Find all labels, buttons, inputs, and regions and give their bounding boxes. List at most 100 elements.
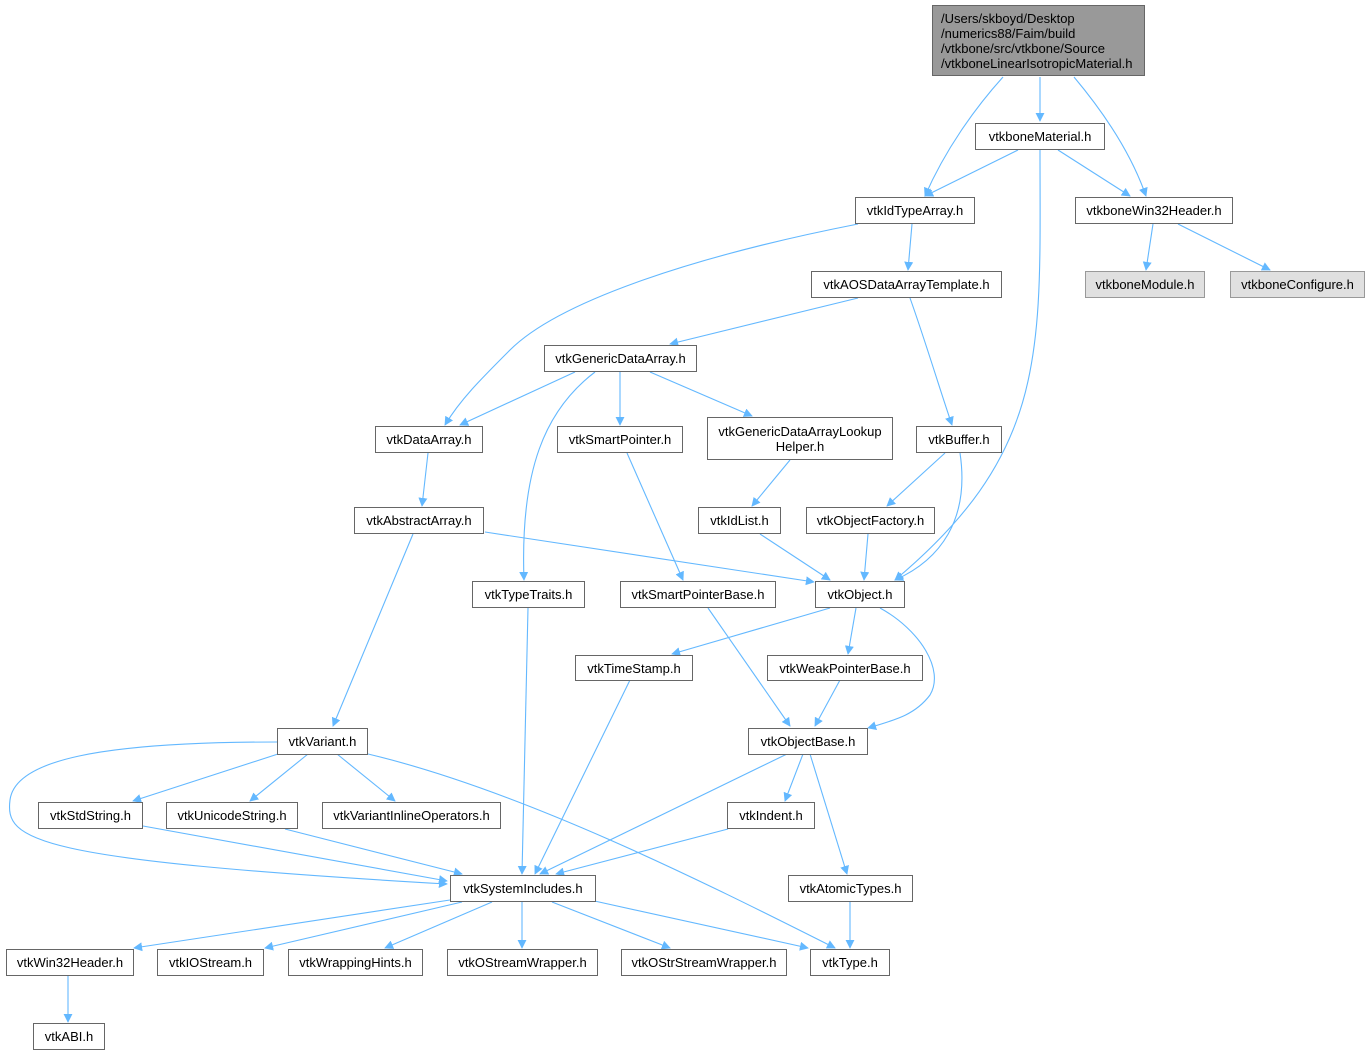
edge bbox=[894, 149, 1041, 581]
edge bbox=[809, 753, 849, 875]
node-vtkBuffer[interactable]: vtkBuffer.h bbox=[916, 426, 1002, 453]
node-label: vtkOStreamWrapper.h bbox=[458, 955, 587, 970]
edge bbox=[555, 828, 729, 877]
edge bbox=[924, 76, 1004, 197]
edge bbox=[444, 223, 859, 426]
node-vtkObjectFactory[interactable]: vtkObjectFactory.h bbox=[806, 507, 935, 534]
edge bbox=[519, 371, 596, 581]
node-label: vtkGenericDataArrayLookup Helper.h bbox=[718, 423, 882, 454]
edge bbox=[132, 753, 279, 803]
node-label: vtkObjectBase.h bbox=[760, 734, 856, 749]
node-vtkObjectBase[interactable]: vtkObjectBase.h bbox=[748, 728, 868, 755]
edge bbox=[459, 371, 576, 426]
node-label: vtkWin32Header.h bbox=[16, 955, 124, 970]
node-vtkSystemIncludes[interactable]: vtkSystemIncludes.h bbox=[450, 875, 596, 902]
node-vtkObject[interactable]: vtkObject.h bbox=[815, 581, 905, 608]
node-vtkTypeTraits[interactable]: vtkTypeTraits.h bbox=[472, 581, 585, 608]
node-vtkABI[interactable]: vtkABI.h bbox=[33, 1023, 105, 1050]
edge bbox=[924, 149, 1019, 197]
edge bbox=[534, 679, 631, 875]
node-label: vtkSmartPointerBase.h bbox=[631, 587, 765, 602]
edge bbox=[751, 459, 791, 507]
edge bbox=[649, 371, 753, 417]
node-label: vtkboneWin32Header.h bbox=[1086, 203, 1222, 218]
node-vtkboneMaterial[interactable]: vtkboneMaterial.h bbox=[975, 123, 1105, 150]
edge bbox=[1073, 76, 1148, 197]
edge bbox=[626, 452, 684, 581]
node-label: vtkAOSDataArrayTemplate.h bbox=[823, 277, 990, 292]
edge bbox=[860, 533, 870, 581]
edge bbox=[783, 753, 804, 802]
node-vtkVariantInlineOperators[interactable]: vtkVariantInlineOperators.h bbox=[322, 802, 501, 829]
node-label: vtkAtomicTypes.h bbox=[799, 881, 902, 896]
node-label: vtkIdList.h bbox=[710, 513, 769, 528]
node-vtkboneLinearIsotropicMaterial[interactable]: /Users/skboyd/Desktop /numerics88/Faim/b… bbox=[932, 5, 1145, 76]
edge bbox=[539, 753, 788, 875]
node-vtkWin32Header[interactable]: vtkWin32Header.h bbox=[6, 949, 134, 976]
edge bbox=[418, 452, 429, 507]
edge bbox=[142, 825, 448, 884]
node-vtkAOSDataArrayTemplate[interactable]: vtkAOSDataArrayTemplate.h bbox=[811, 271, 1002, 298]
node-label: vtkTimeStamp.h bbox=[587, 660, 681, 676]
node-vtkOStreamWrapper[interactable]: vtkOStreamWrapper.h bbox=[447, 949, 598, 976]
node-label: vtkIndent.h bbox=[739, 808, 803, 823]
edge bbox=[264, 901, 463, 951]
edge bbox=[707, 607, 791, 727]
node-label: vtkDataArray.h bbox=[386, 432, 472, 447]
edge bbox=[284, 828, 463, 877]
node-label: vtkVariant.h bbox=[288, 734, 357, 749]
edge bbox=[551, 901, 671, 950]
node-vtkUnicodeString[interactable]: vtkUnicodeString.h bbox=[166, 802, 298, 829]
edge bbox=[1177, 223, 1271, 271]
node-label: vtkIdTypeArray.h bbox=[866, 203, 964, 218]
edge bbox=[367, 753, 836, 949]
node-vtkAbstractArray[interactable]: vtkAbstractArray.h bbox=[354, 507, 484, 534]
node-vtkWeakPointerBase[interactable]: vtkWeakPointerBase.h bbox=[767, 655, 923, 681]
node-vtkIdTypeArray[interactable]: vtkIdTypeArray.h bbox=[855, 197, 975, 224]
node-label: vtkTypeTraits.h bbox=[484, 587, 573, 602]
node-vtkboneWin32Header[interactable]: vtkboneWin32Header.h bbox=[1075, 197, 1233, 224]
node-label: vtkSmartPointer.h bbox=[568, 432, 672, 447]
edge bbox=[8, 741, 448, 889]
node-vtkSmartPointerBase[interactable]: vtkSmartPointerBase.h bbox=[620, 581, 776, 608]
node-vtkWrappingHints[interactable]: vtkWrappingHints.h bbox=[288, 949, 423, 976]
node-vtkTimeStamp[interactable]: vtkTimeStamp.h bbox=[575, 655, 693, 681]
edge bbox=[894, 452, 963, 581]
node-vtkStdString[interactable]: vtkStdString.h bbox=[38, 802, 143, 829]
edge bbox=[669, 297, 859, 347]
node-vtkboneModule[interactable]: vtkboneModule.h bbox=[1085, 271, 1205, 298]
edge bbox=[589, 899, 809, 951]
node-vtkType[interactable]: vtkType.h bbox=[810, 949, 890, 976]
edge bbox=[909, 297, 954, 426]
edge bbox=[384, 901, 493, 949]
node-vtkIOStream[interactable]: vtkIOStream.h bbox=[157, 949, 264, 976]
node-vtkIdList[interactable]: vtkIdList.h bbox=[698, 507, 781, 534]
edge bbox=[1057, 149, 1131, 197]
node-vtkOStrStreamWrapper[interactable]: vtkOStrStreamWrapper.h bbox=[621, 949, 787, 976]
node-vtkGenericDataArrayLookupHelper[interactable]: vtkGenericDataArrayLookup Helper.h bbox=[707, 417, 893, 460]
node-label: vtkUnicodeString.h bbox=[177, 808, 287, 823]
node-vtkSmartPointer[interactable]: vtkSmartPointer.h bbox=[557, 426, 683, 453]
node-label: /Users/skboyd/Desktop /numerics88/Faim/b… bbox=[941, 10, 1133, 71]
node-vtkAtomicTypes[interactable]: vtkAtomicTypes.h bbox=[788, 875, 913, 902]
node-vtkDataArray[interactable]: vtkDataArray.h bbox=[375, 426, 483, 453]
edge bbox=[867, 607, 935, 731]
edge bbox=[249, 753, 309, 802]
node-vtkVariant[interactable]: vtkVariant.h bbox=[277, 728, 368, 755]
node-vtkboneConfigure[interactable]: vtkboneConfigure.h bbox=[1230, 271, 1365, 298]
edge bbox=[904, 223, 914, 271]
node-label: vtkSystemIncludes.h bbox=[463, 881, 583, 896]
node-label: vtkGenericDataArray.h bbox=[555, 351, 686, 366]
edge bbox=[759, 533, 831, 581]
node-label: vtkAbstractArray.h bbox=[366, 513, 472, 528]
node-label: vtkIOStream.h bbox=[168, 955, 253, 970]
node-label: vtkWeakPointerBase.h bbox=[779, 660, 911, 676]
node-label: vtkObjectFactory.h bbox=[816, 513, 925, 528]
node-label: vtkABI.h bbox=[44, 1029, 94, 1044]
edge bbox=[844, 607, 857, 655]
edge bbox=[517, 607, 529, 875]
node-vtkGenericDataArray[interactable]: vtkGenericDataArray.h bbox=[544, 345, 697, 372]
node-vtkIndent[interactable]: vtkIndent.h bbox=[727, 802, 815, 829]
